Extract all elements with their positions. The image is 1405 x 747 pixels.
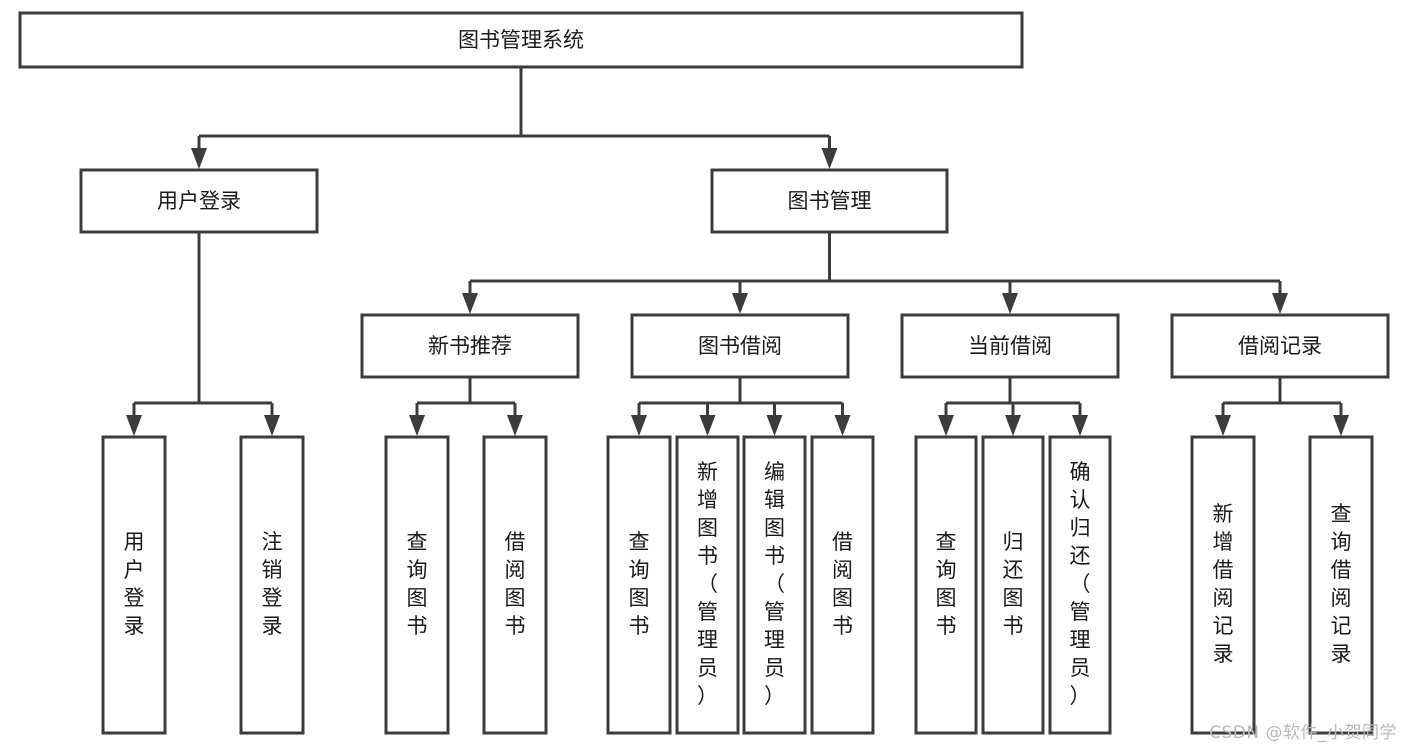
node-box bbox=[1190, 435, 1256, 735]
node-leaf-edit-book[interactable]: 编辑图书（管理员） bbox=[742, 435, 807, 735]
node-label: 借阅图书 bbox=[505, 530, 526, 638]
node-box bbox=[914, 435, 978, 735]
node-label: 用户登录 bbox=[124, 530, 145, 638]
connector bbox=[191, 67, 838, 169]
node-label: 归还图书 bbox=[1003, 530, 1024, 638]
node-label: 用户登录 bbox=[157, 189, 241, 213]
node-label: 新书推荐 bbox=[428, 334, 512, 358]
node-label: 借阅记录 bbox=[1238, 334, 1322, 358]
node-box bbox=[79, 168, 319, 234]
node-box bbox=[710, 168, 949, 234]
node-label: 图书管理 bbox=[788, 189, 872, 213]
node-label: 新增借阅记录 bbox=[1213, 502, 1234, 666]
node-current-borrow[interactable]: 当前借阅 bbox=[900, 313, 1120, 379]
node-leaf-borrow-book-2[interactable]: 借阅图书 bbox=[810, 435, 875, 735]
node-box bbox=[1308, 435, 1374, 735]
node-label: 查询图书 bbox=[407, 530, 428, 638]
node-label: 图书管理系统 bbox=[458, 28, 584, 52]
node-box bbox=[1048, 435, 1112, 735]
connector bbox=[462, 232, 1288, 314]
node-book-borrow[interactable]: 图书借阅 bbox=[630, 313, 850, 379]
node-leaf-user-logout[interactable]: 注销登录 bbox=[239, 435, 305, 735]
node-box bbox=[742, 435, 807, 735]
node-label: 查询借阅记录 bbox=[1331, 502, 1352, 666]
node-box bbox=[360, 313, 580, 379]
connector-layer bbox=[126, 67, 1349, 436]
node-box bbox=[900, 313, 1120, 379]
node-label: 图书借阅 bbox=[698, 334, 782, 358]
node-box bbox=[675, 435, 740, 735]
node-leaf-confirm-return[interactable]: 确认归还（管理员） bbox=[1048, 435, 1112, 735]
node-label: 编辑图书（管理员） bbox=[764, 460, 785, 708]
node-leaf-add-book[interactable]: 新增图书（管理员） bbox=[675, 435, 740, 735]
node-box bbox=[1170, 313, 1390, 379]
node-user-login[interactable]: 用户登录 bbox=[79, 168, 319, 234]
node-leaf-query-record[interactable]: 查询借阅记录 bbox=[1308, 435, 1374, 735]
node-box bbox=[384, 435, 450, 735]
node-leaf-query-book-1[interactable]: 查询图书 bbox=[384, 435, 450, 735]
connector bbox=[631, 377, 851, 436]
node-leaf-user-login[interactable]: 用户登录 bbox=[101, 435, 167, 735]
node-box bbox=[606, 435, 672, 735]
node-box bbox=[810, 435, 875, 735]
node-leaf-borrow-book-1[interactable]: 借阅图书 bbox=[482, 435, 548, 735]
node-box bbox=[630, 313, 850, 379]
connector bbox=[409, 377, 523, 436]
node-label: 新增图书（管理员） bbox=[697, 460, 718, 708]
node-leaf-query-book-3[interactable]: 查询图书 bbox=[914, 435, 978, 735]
node-label: 借阅图书 bbox=[832, 530, 853, 638]
node-box bbox=[239, 435, 305, 735]
node-label: 注销登录 bbox=[262, 530, 283, 638]
connector bbox=[938, 377, 1088, 436]
node-borrow-record[interactable]: 借阅记录 bbox=[1170, 313, 1390, 379]
connector bbox=[1215, 377, 1349, 436]
node-leaf-add-record[interactable]: 新增借阅记录 bbox=[1190, 435, 1256, 735]
node-box bbox=[101, 435, 167, 735]
node-book-manage[interactable]: 图书管理 bbox=[710, 168, 949, 234]
node-box bbox=[482, 435, 548, 735]
node-leaf-query-book-2[interactable]: 查询图书 bbox=[606, 435, 672, 735]
connector bbox=[126, 232, 280, 436]
node-root[interactable]: 图书管理系统 bbox=[18, 11, 1024, 69]
node-box bbox=[981, 435, 1045, 735]
node-leaf-return-book[interactable]: 归还图书 bbox=[981, 435, 1045, 735]
node-label: 查询图书 bbox=[629, 530, 650, 638]
node-label: 当前借阅 bbox=[968, 334, 1052, 358]
node-label: 确认归还（管理员） bbox=[1070, 460, 1091, 708]
node-label: 查询图书 bbox=[936, 530, 957, 638]
node-new-book-recommend[interactable]: 新书推荐 bbox=[360, 313, 580, 379]
node-box bbox=[18, 11, 1024, 69]
